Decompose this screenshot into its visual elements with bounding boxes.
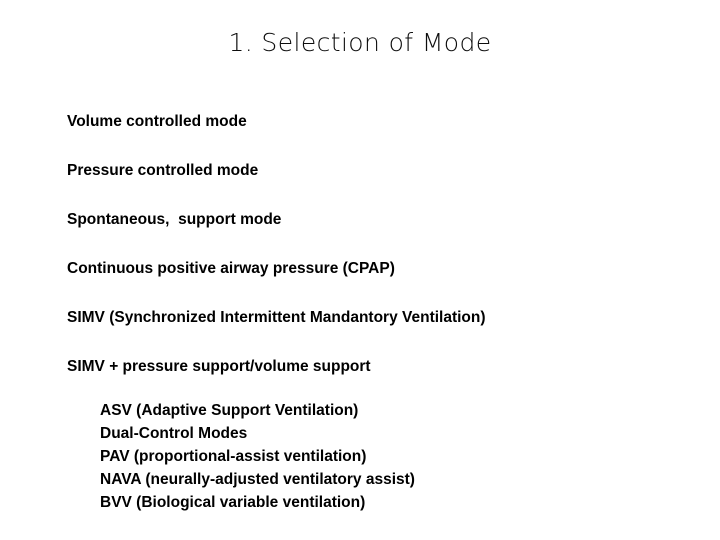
list-item: Volume controlled mode bbox=[67, 113, 247, 130]
list-item: Spontaneous, support mode bbox=[67, 211, 282, 228]
slide-title: 1. Selection of Mode bbox=[228, 28, 492, 57]
list-item: SIMV (Synchronized Intermittent Mandanto… bbox=[67, 309, 486, 326]
list-item: Dual-Control Modes bbox=[100, 425, 248, 442]
list-item: SIMV + pressure support/volume support bbox=[67, 358, 371, 375]
advanced-modes-sublist: ASV (Adaptive Support Ventilation) Dual-… bbox=[100, 399, 660, 514]
list-item: Continuous positive airway pressure (CPA… bbox=[67, 260, 395, 277]
list-item: NAVA (neurally-adjusted ventilatory assi… bbox=[100, 471, 415, 488]
list-item: BVV (Biological variable ventilation) bbox=[100, 494, 366, 511]
list-item: ASV (Adaptive Support Ventilation) bbox=[100, 402, 359, 419]
list-item: PAV (proportional-assist ventilation) bbox=[100, 448, 367, 465]
ventilation-modes-list: Volume controlled mode Pressure controll… bbox=[67, 112, 667, 376]
list-item: Pressure controlled mode bbox=[67, 162, 259, 179]
